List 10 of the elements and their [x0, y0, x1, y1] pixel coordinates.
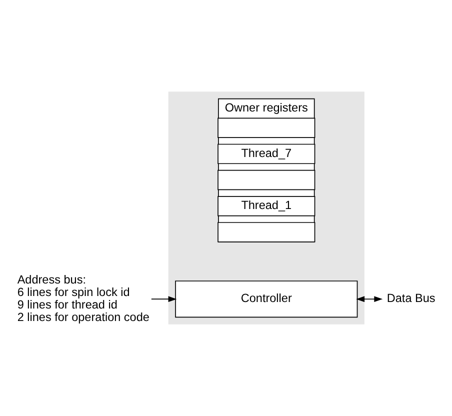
node-box: Controller — [175, 280, 358, 318]
node-box — [218, 118, 316, 138]
node-text: Address bus: 6 lines for spin lock id 9 lines for thread id 2 lines for operation code — [17, 273, 150, 324]
arrow — [356, 296, 383, 302]
node-box — [218, 170, 316, 190]
node-box: Thread_7 — [218, 144, 316, 164]
node-box: Thread_1 — [218, 196, 316, 216]
node-text: Data Bus — [386, 292, 436, 306]
node-box — [218, 222, 316, 242]
arrow — [151, 296, 177, 302]
